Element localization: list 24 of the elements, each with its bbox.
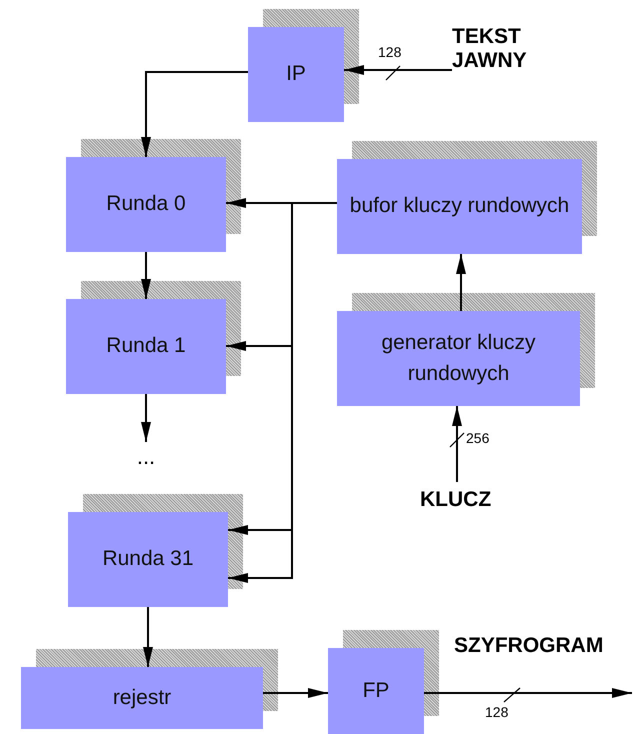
io-label: SZYFROGRAM <box>454 634 604 658</box>
process-box: rejestr <box>21 667 263 729</box>
arrow <box>456 254 466 311</box>
io-label: KLUCZ <box>420 482 520 518</box>
arrow <box>344 65 452 75</box>
arrow <box>141 71 248 157</box>
process-box: Runda 1 <box>66 299 226 394</box>
process-box: bufor kluczy rundowych <box>337 159 582 254</box>
arrow <box>452 406 462 482</box>
ellipsis-text: ... <box>120 442 172 472</box>
io-label: TEKST JAWNY <box>452 20 552 78</box>
arrow <box>263 688 328 698</box>
arrow <box>141 394 151 442</box>
bus-width-label: 128 <box>485 704 508 720</box>
arrow <box>141 252 151 299</box>
bus-width-label: 256 <box>466 430 490 446</box>
process-box: generator kluczy rundowych <box>337 311 580 406</box>
process-box: Runda 31 <box>68 512 228 607</box>
process-box: Runda 0 <box>66 157 226 252</box>
arrow <box>424 688 632 698</box>
process-box: FP <box>328 648 424 734</box>
bus-width-label: 128 <box>378 44 402 60</box>
arrow <box>143 607 153 667</box>
process-box: IP <box>248 27 344 122</box>
